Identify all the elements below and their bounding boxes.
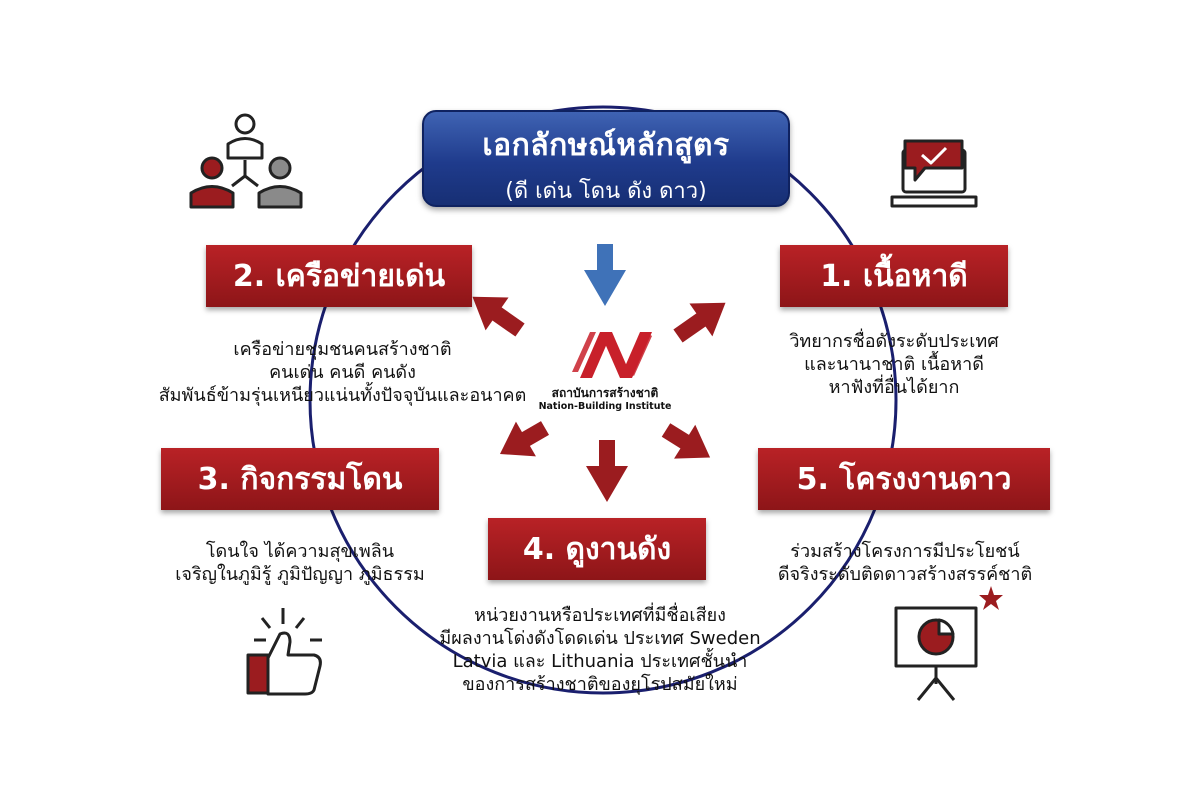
item-5-description: ร่วมสร้างโครงการมีประโยชน์ ดีจริงระดับติ… xyxy=(745,540,1065,586)
logo-name-en: Nation-Building Institute xyxy=(538,401,672,412)
item-4-line: ของการสร้างชาติของยุโรปสมัยใหม่ xyxy=(462,674,738,695)
arrow-down-blue xyxy=(584,244,626,306)
item-5-label: 5. โครงงานดาว xyxy=(758,448,1050,510)
item-1-line: หาฟังที่อื่นได้ยาก xyxy=(828,377,960,398)
item-4-label: 4. ดูงานดัง xyxy=(488,518,706,580)
item-3-line: โดนใจ ได้ความสุขเพลิน xyxy=(205,541,395,562)
thumbs-up-icon xyxy=(246,608,322,696)
laptop-chat-icon xyxy=(890,139,978,208)
item-2-line: สัมพันธ์ข้ามรุ่นเหนียวแน่นทั้งปัจจุบันแล… xyxy=(158,385,527,406)
arrow-up-right xyxy=(673,302,726,343)
item-3-line: เจริญในภูมิรู้ ภูมิปัญญา ภูมิธรรม xyxy=(175,564,425,585)
item-2-line: เครือข่ายชุมชนคนสร้างชาติ xyxy=(233,339,452,360)
cycle-circle xyxy=(308,105,898,695)
item-1-label: 1. เนื้อหาดี xyxy=(780,245,1008,307)
logo-name-th: สถาบันการสร้างชาติ xyxy=(551,386,659,400)
item-1-description: วิทยากรชื่อดังระดับประเทศ และนานาชาติ เน… xyxy=(760,330,1028,399)
network-people-icon xyxy=(189,113,303,209)
item-4-line: มีผลงานโด่งดังโดดเด่น ประเทศ Sweden xyxy=(439,628,761,649)
arrow-down-left xyxy=(499,421,549,457)
item-2-description: เครือข่ายชุมชนคนสร้างชาติ คนเด่น คนดี คน… xyxy=(140,338,545,407)
item-4-line: Latvia และ Lithuania ประเทศชั้นนำ xyxy=(452,651,748,672)
arrow-down-right xyxy=(661,423,711,459)
item-2-label: 2. เครือข่ายเด่น xyxy=(206,245,472,307)
page-subtitle: (ดี เด่น โดน ดัง ดาว) xyxy=(505,179,707,204)
nbi-logo-icon xyxy=(572,332,652,378)
item-4-line: หน่วยงานหรือประเทศที่มีชื่อเสียง xyxy=(474,605,726,626)
item-3-label: 3. กิจกรรมโดน xyxy=(161,448,439,510)
item-1-line: วิทยากรชื่อดังระดับประเทศ xyxy=(789,331,999,352)
item-4-description: หน่วยงานหรือประเทศที่มีชื่อเสียง มีผลงาน… xyxy=(425,604,775,696)
item-2-line: คนเด่น คนดี คนดัง xyxy=(269,362,416,383)
item-5-line: ดีจริงระดับติดดาวสร้างสรรค์ชาติ xyxy=(777,564,1033,585)
arrow-up-left xyxy=(472,296,525,337)
arrow-down-center xyxy=(586,440,628,502)
curriculum-title-box: เอกลักษณ์หลักสูตร (ดี เด่น โดน ดัง ดาว) xyxy=(422,110,790,207)
presentation-star-icon xyxy=(894,586,1003,701)
item-3-description: โดนใจ ได้ความสุขเพลิน เจริญในภูมิรู้ ภูม… xyxy=(140,540,460,586)
item-5-line: ร่วมสร้างโครงการมีประโยชน์ xyxy=(790,541,1020,562)
page-title: เอกลักษณ์หลักสูตร xyxy=(482,128,730,163)
item-1-line: และนานาชาติ เนื้อหาดี xyxy=(804,354,984,375)
